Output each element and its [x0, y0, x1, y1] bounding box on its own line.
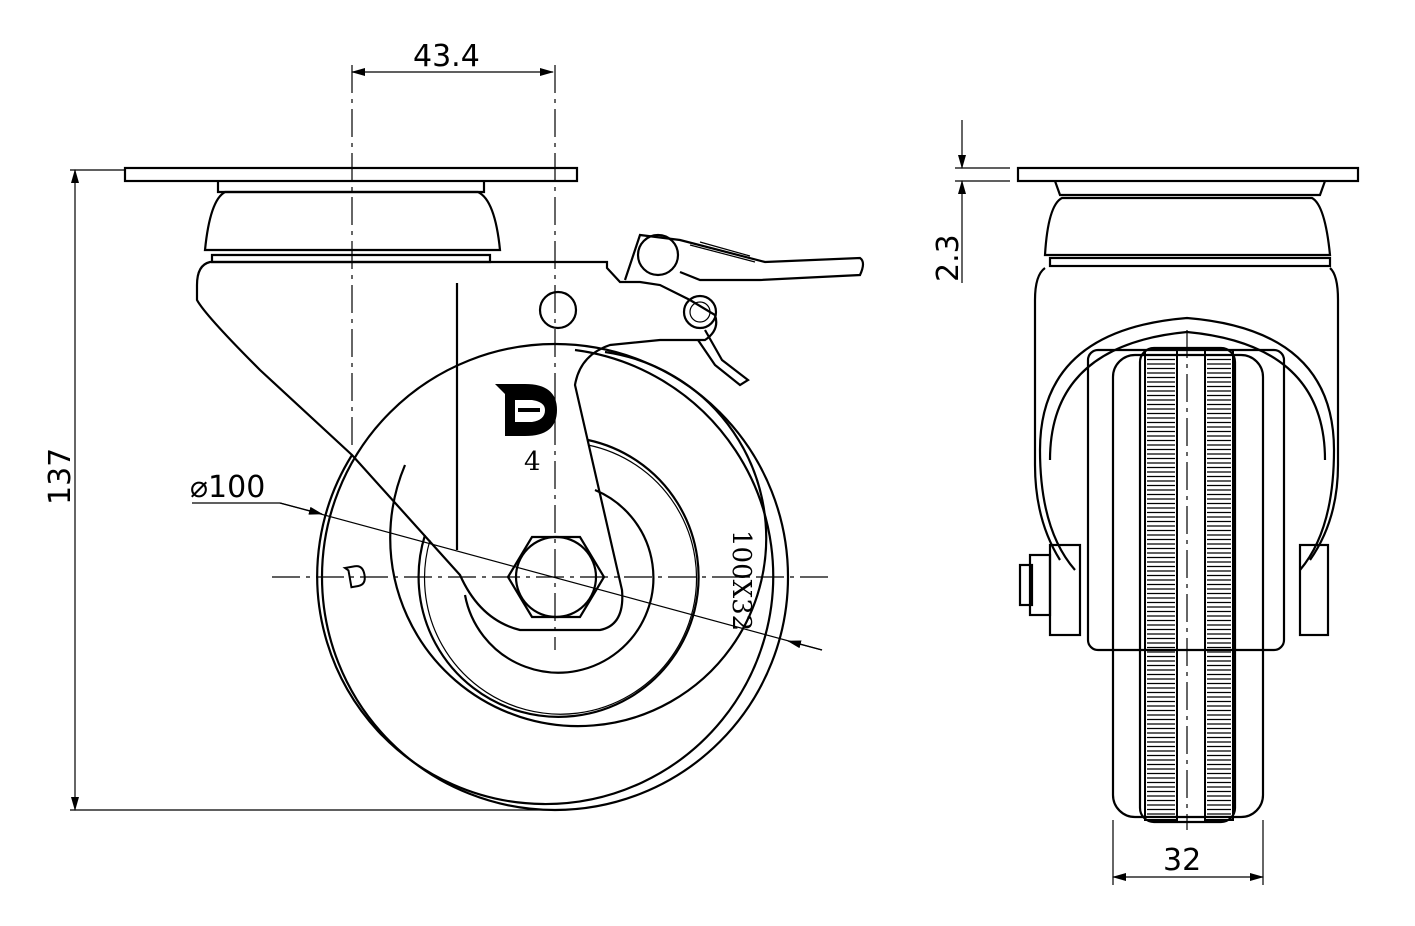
- logo-number: 4: [524, 447, 541, 477]
- wheel-outer-inner: [316, 348, 775, 806]
- top-plate: [123, 166, 579, 183]
- hub-ring: [463, 488, 655, 674]
- tread-band-2: [1204, 349, 1234, 821]
- dim-wheel-width: 32: [1112, 820, 1264, 885]
- dim-offset-label: 43.4: [413, 39, 480, 74]
- front-wheel: [1111, 353, 1265, 819]
- front-fork: [1033, 267, 1340, 561]
- front-swivel-bell: [1043, 196, 1332, 257]
- left-axle-washer: [1028, 553, 1052, 617]
- dim-height: 137: [43, 169, 555, 811]
- front-swivel-ring: [1048, 256, 1332, 268]
- lever-pivot: [636, 233, 680, 277]
- dim-plate-thickness: 2.3: [931, 120, 1010, 283]
- dim-height-label: 137: [43, 448, 78, 505]
- tread-pattern: [1147, 354, 1231, 815]
- rim-ring-inner: [423, 444, 698, 715]
- swivel-bell: [203, 190, 502, 252]
- dim-diameter-label: ⌀100: [190, 470, 265, 505]
- tread-ring: [389, 350, 768, 728]
- right-axle-nut: [1298, 543, 1330, 637]
- brake-pivot: [682, 294, 718, 330]
- dim-plate-label: 2.3: [931, 234, 966, 282]
- dim-offset: 43.4: [351, 39, 554, 76]
- brake-pivot-inner: [689, 301, 711, 323]
- front-plate-rim: [1053, 180, 1327, 197]
- brand-logo: [495, 384, 557, 436]
- front-fork-legs: [1086, 348, 1286, 652]
- dim-diameter: ⌀100: [190, 470, 823, 651]
- rim-ring: [417, 438, 700, 718]
- wheel-spec-label: 100X32: [726, 530, 756, 631]
- brake-lever: [623, 233, 865, 282]
- front-top-plate: [1016, 166, 1360, 183]
- dim-width-label: 32: [1163, 843, 1201, 878]
- tread-band-1: [1144, 349, 1178, 821]
- left-axle-end: [1018, 563, 1034, 607]
- front-fork-arch: [1038, 316, 1336, 571]
- lever-ribs: [689, 241, 756, 263]
- front-view: [1016, 166, 1360, 830]
- small-logo: [342, 565, 366, 589]
- plate-rim: [216, 181, 486, 194]
- side-view: 4 100X32: [123, 65, 865, 812]
- rivet-hole: [538, 290, 578, 330]
- brake-shoe: [697, 329, 750, 387]
- fork-bracket: [195, 260, 718, 632]
